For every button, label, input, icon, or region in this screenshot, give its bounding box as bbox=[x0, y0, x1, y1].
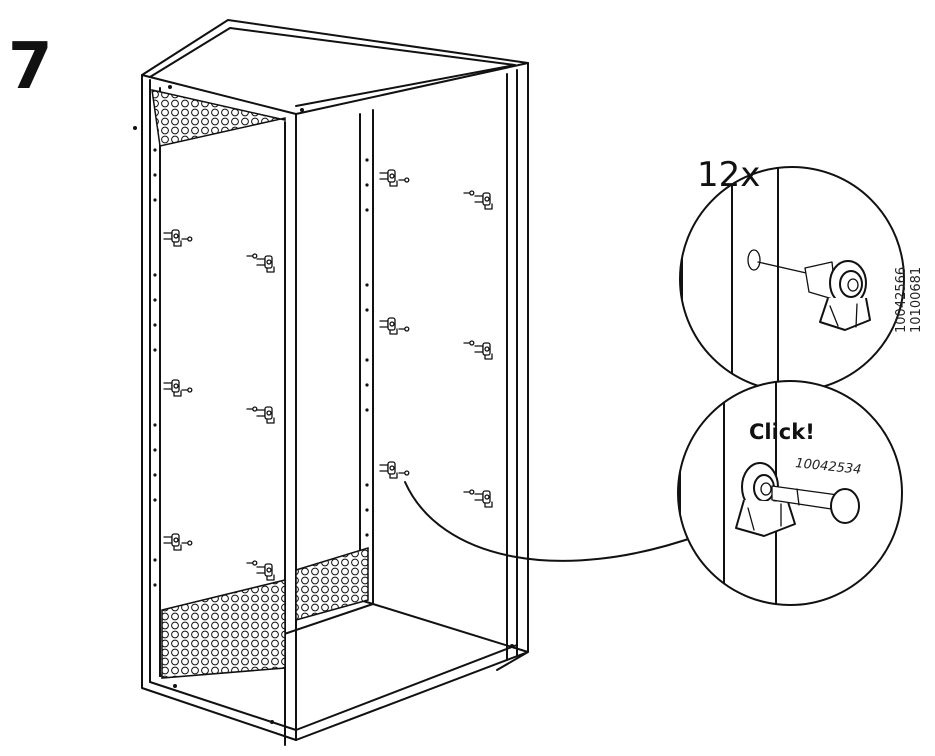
shelf-support-peg-icon bbox=[804, 260, 871, 331]
quantity-label: 12x bbox=[697, 155, 760, 195]
step-number: 7 bbox=[8, 30, 53, 104]
part-number-2: 10100681 bbox=[909, 267, 924, 333]
cabinet-frame bbox=[133, 19, 529, 746]
pin-part-number: 10042534 bbox=[795, 456, 862, 478]
callout-connector bbox=[404, 481, 701, 562]
part-number-1: 10042566 bbox=[894, 267, 909, 333]
hole-column bbox=[133, 85, 514, 724]
detail-click-pin: Click! 10042534 bbox=[677, 380, 903, 606]
shelf-support-pegs bbox=[163, 169, 493, 581]
wall-pin-icon bbox=[735, 462, 860, 537]
detail-insert-peg: 12x 10042566 10100681 bbox=[679, 155, 924, 392]
click-label: Click! bbox=[749, 420, 815, 444]
